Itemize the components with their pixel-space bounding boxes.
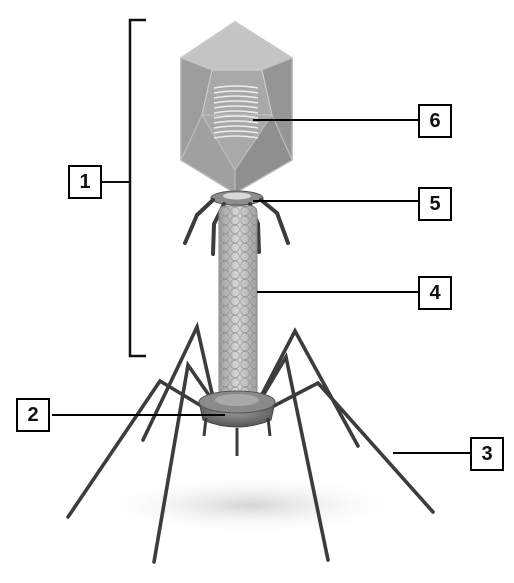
label-2: 2 bbox=[16, 398, 50, 432]
label-6: 6 bbox=[418, 104, 452, 138]
capsid-head bbox=[181, 22, 292, 193]
baseplate bbox=[199, 391, 275, 456]
label-3: 3 bbox=[470, 437, 504, 471]
label-4: 4 bbox=[418, 276, 452, 310]
label-5: 5 bbox=[418, 187, 452, 221]
label-1: 1 bbox=[68, 165, 102, 199]
tail-sheath bbox=[219, 206, 257, 396]
bracket bbox=[130, 20, 146, 356]
ground-shadow bbox=[90, 475, 410, 535]
